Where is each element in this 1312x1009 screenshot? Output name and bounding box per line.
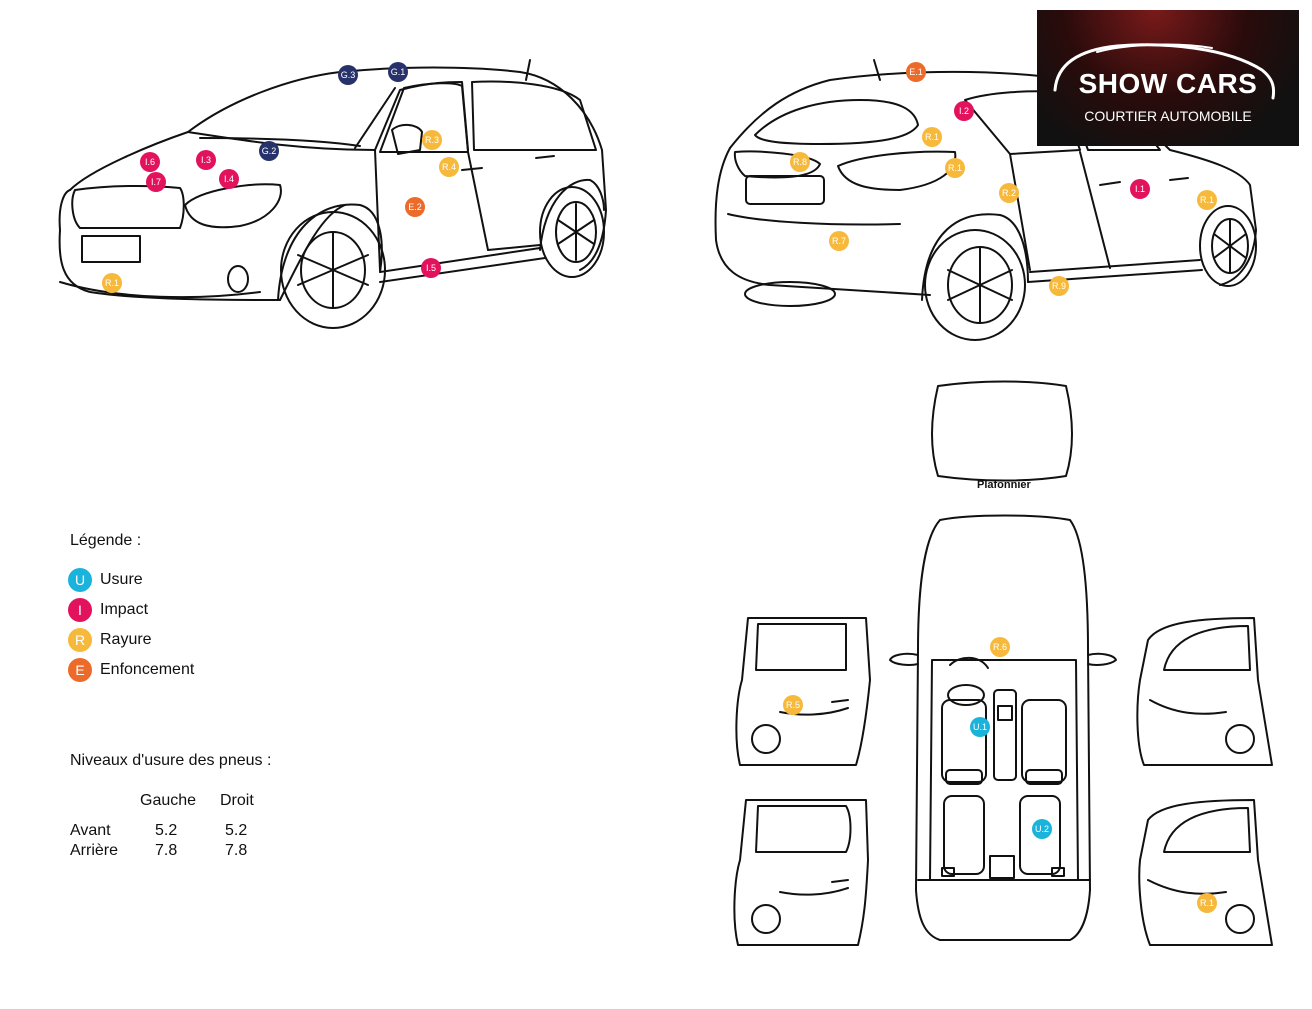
damage-marker-rayure[interactable]: R.5 [783,695,803,715]
tire-value: 5.2 [225,822,248,839]
tire-col-droit: Droit [220,792,254,809]
damage-marker-enfoncement[interactable]: E.2 [405,197,425,217]
damage-marker-rayure[interactable]: R.3 [422,130,442,150]
tire-value: 7.8 [155,842,178,859]
damage-marker-glass[interactable]: G.1 [388,62,408,82]
legend-label: Impact [100,601,149,618]
legend-label: Rayure [100,631,152,648]
damage-marker-rayure[interactable]: R.1 [1197,190,1217,210]
tire-wear-title: Niveaux d'usure des pneus : [70,752,272,769]
damage-marker-usure[interactable]: U.2 [1032,819,1052,839]
damage-marker-impact[interactable]: I.5 [421,258,441,278]
damage-marker-rayure[interactable]: R.2 [999,183,1019,203]
damage-marker-enfoncement[interactable]: E.1 [906,62,926,82]
damage-marker-impact[interactable]: I.4 [219,169,239,189]
damage-marker-impact[interactable]: I.6 [140,152,160,172]
damage-marker-glass[interactable]: G.2 [259,141,279,161]
roof-liner-diagram [931,380,1073,482]
legend-dot-rayure: R [68,628,92,652]
logo-title: SHOW CARS [1078,68,1258,99]
legend-item-usure: U Usure [68,568,143,592]
damage-marker-impact[interactable]: I.1 [1130,179,1150,199]
tire-col-gauche: Gauche [140,792,197,809]
legend-item-rayure: R Rayure [68,628,152,652]
plafonnier-label: Plafonnier [977,479,1031,491]
damage-marker-rayure[interactable]: R.1 [1197,893,1217,913]
tire-row-label: Avant [70,822,111,839]
legend-dot-enfoncement: E [68,658,92,682]
damage-marker-rayure[interactable]: R.1 [945,158,965,178]
damage-marker-glass[interactable]: G.3 [338,65,358,85]
legend-item-enfoncement: E Enfoncement [68,658,194,682]
legend-dot-usure: U [68,568,92,592]
legend-label: Enfoncement [100,661,195,678]
tire-row-label: Arrière [70,842,119,859]
legend-item-impact: I Impact [68,598,148,622]
show-cars-logo: SHOW CARS COURTIER AUTOMOBILE [1037,10,1299,146]
damage-marker-rayure[interactable]: R.1 [102,273,122,293]
damage-marker-rayure[interactable]: R.7 [829,231,849,251]
damage-marker-impact[interactable]: I.2 [954,101,974,121]
logo-subtitle: COURTIER AUTOMOBILE [1084,108,1252,124]
damage-marker-rayure[interactable]: R.8 [790,152,810,172]
damage-marker-rayure[interactable]: R.1 [922,127,942,147]
legend-title: Légende : [70,532,142,549]
car-front-view [58,59,607,329]
legend-label: Usure [100,571,143,588]
damage-marker-impact[interactable]: I.3 [196,150,216,170]
legend-dot-impact: I [68,598,92,622]
damage-marker-rayure[interactable]: R.4 [439,157,459,177]
tire-value: 5.2 [155,822,178,839]
damage-marker-impact[interactable]: I.7 [146,172,166,192]
damage-marker-rayure[interactable]: R.9 [1049,276,1069,296]
damage-marker-usure[interactable]: U.1 [970,717,990,737]
damage-marker-rayure[interactable]: R.6 [990,637,1010,657]
car-swoosh-icon [1053,43,1276,100]
tire-value: 7.8 [225,842,248,859]
